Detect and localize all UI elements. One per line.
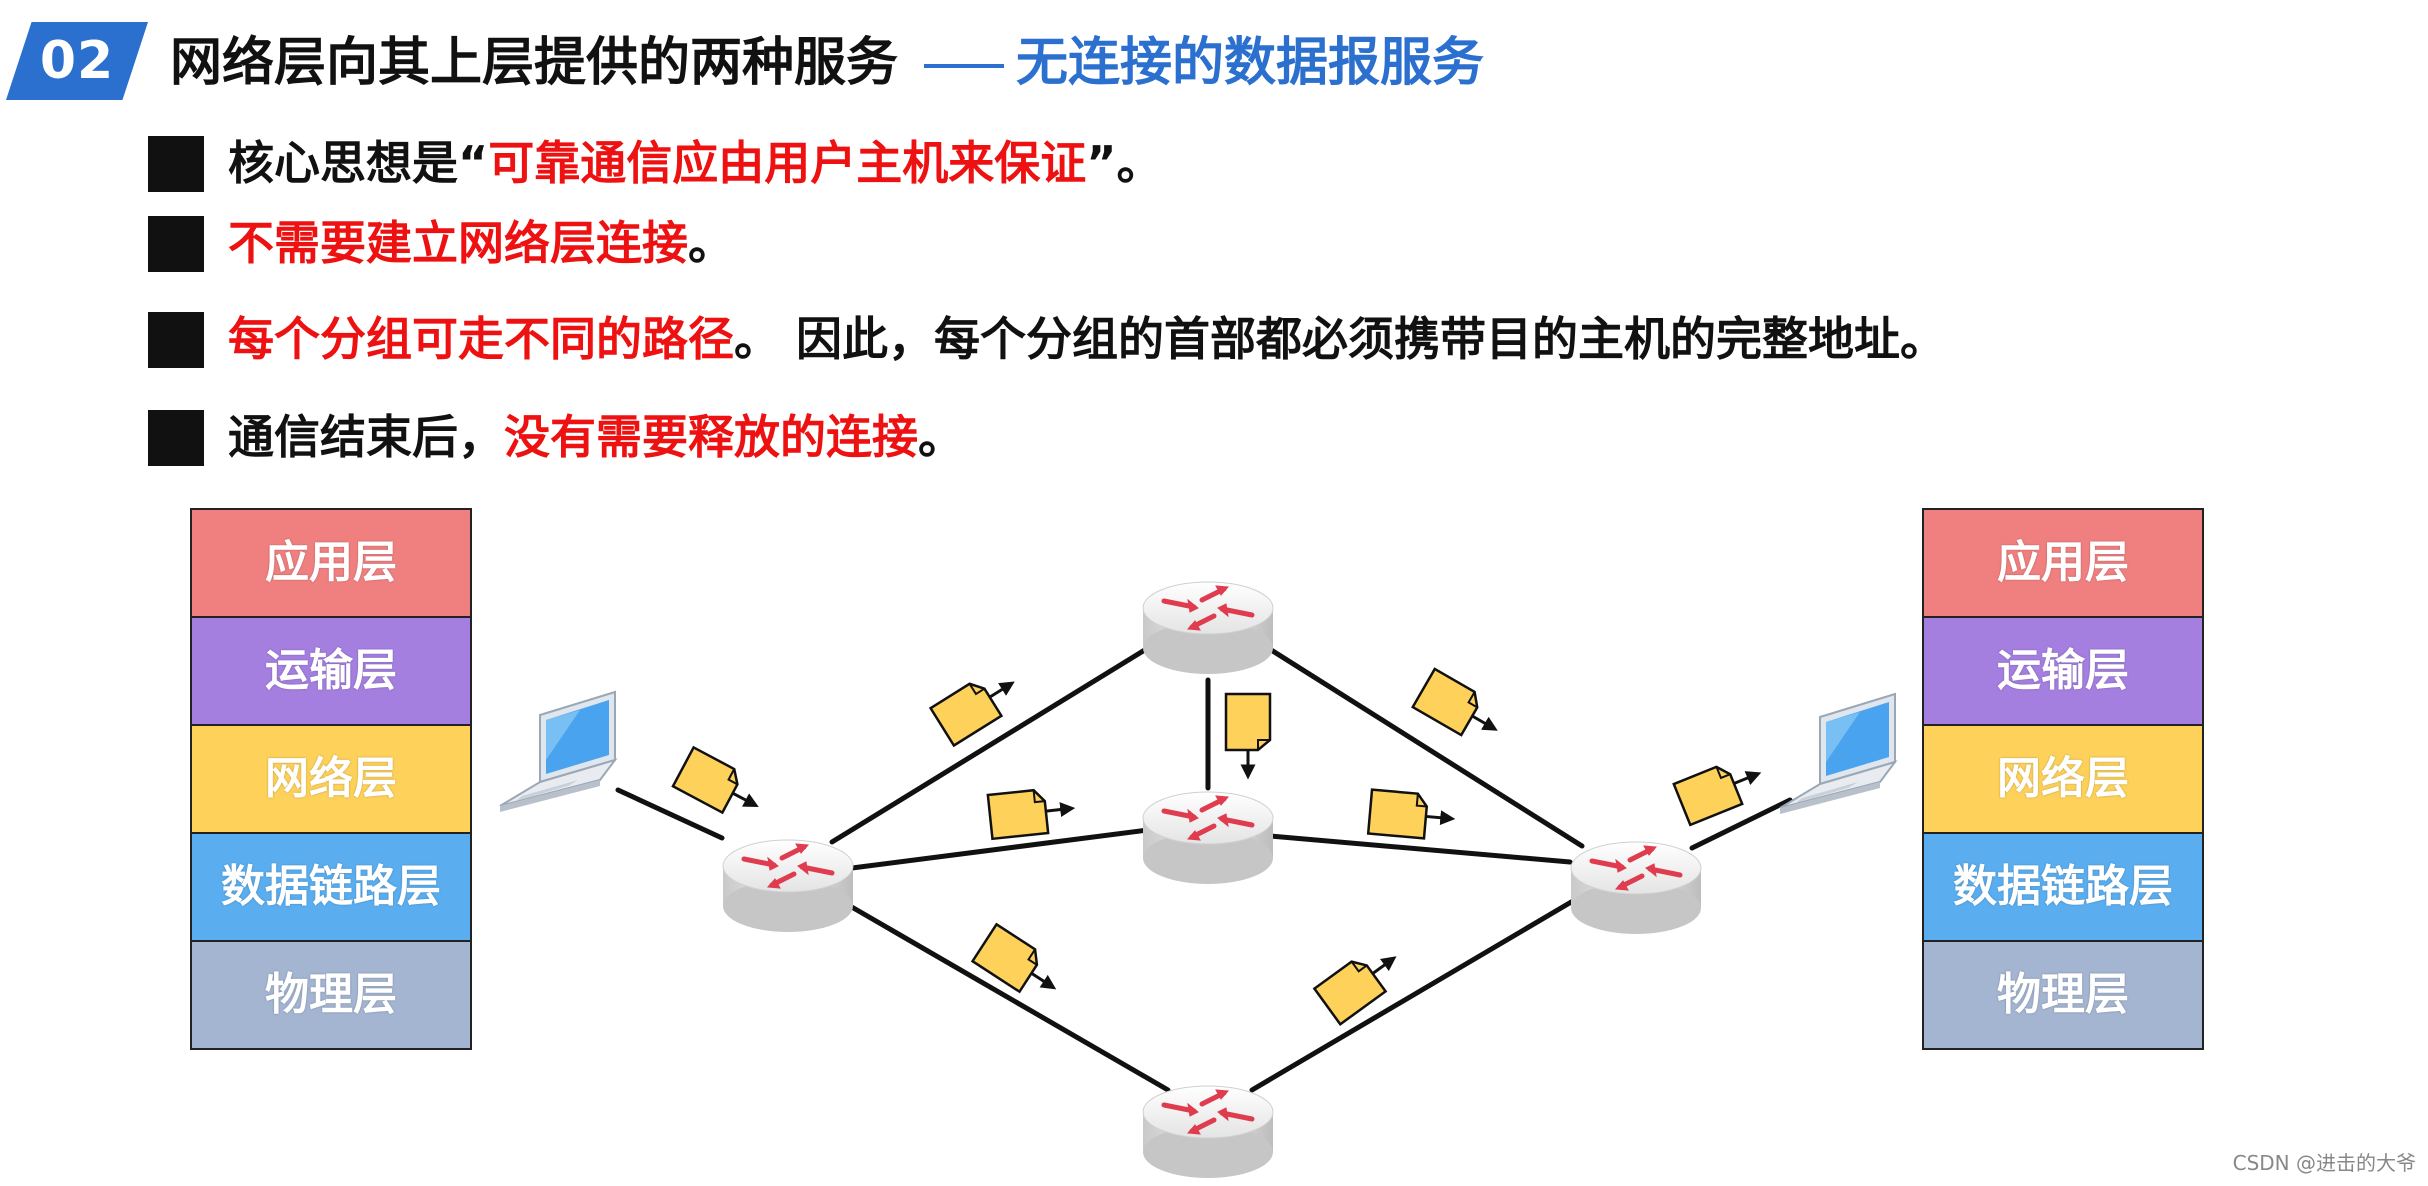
bullet-2-part-1: 不需要建立网络层连接 (228, 216, 688, 270)
layer-datalink-left: 数据链路层 (192, 834, 470, 942)
layer-datalink-right: 数据链路层 (1924, 834, 2202, 942)
bullet-3-part-1: 每个分组可走不同的路径 (228, 312, 734, 366)
packet-icon-1 (673, 747, 763, 822)
bullet-square-icon (148, 215, 204, 272)
router-right (1571, 842, 1701, 934)
bullet-1-part-3: ”。 (1086, 136, 1163, 190)
page-title: 网络层向其上层提供的两种服务 无连接的数据报服务 (170, 24, 1484, 102)
bullet-4-part-1: 通信结束后， (228, 410, 504, 464)
title-text: 网络层向其上层提供的两种服务 (170, 33, 899, 93)
bullet-1-part-1: 核心思想是“ (228, 136, 489, 190)
router-top (1143, 582, 1273, 674)
packet-icon-9 (1314, 943, 1403, 1024)
bullet-square-icon (148, 409, 204, 466)
page-subtitle: 无连接的数据报服务 (1016, 33, 1485, 93)
router-center (1143, 792, 1273, 884)
packet-icon-3 (1413, 669, 1503, 746)
protocol-stack-right: 应用层 运输层 网络层 数据链路层 物理层 (1922, 508, 2204, 1050)
router-bottom (1143, 1086, 1273, 1178)
layer-application-right: 应用层 (1924, 510, 2202, 618)
protocol-stack-left: 应用层 运输层 网络层 数据链路层 物理层 (190, 508, 472, 1050)
bullet-square-icon (148, 135, 204, 192)
layer-network-right: 网络层 (1924, 726, 2202, 834)
bullet-4-part-3: 。 (918, 410, 964, 464)
layer-transport-left: 运输层 (192, 618, 470, 726)
bullet-square-icon (148, 311, 204, 368)
packet-icon-5 (988, 787, 1070, 839)
bullet-item-2: 不需要建立网络层连接。 (148, 210, 734, 276)
layer-transport-right: 运输层 (1924, 618, 2202, 726)
bullet-1-part-2: 可靠通信应由用户主机来保证 (488, 136, 1087, 190)
title-dash (924, 64, 1005, 68)
bullet-item-1: 核心思想是“可靠通信应由用户主机来保证”。 (148, 130, 1162, 196)
bullet-4-part-2: 没有需要释放的连接 (504, 410, 918, 464)
bullet-3-part-2: 。 因此，每个分组的首部都必须携带目的主机的完整地址。 (734, 312, 1947, 366)
packet-icon-8 (973, 924, 1062, 1003)
bullet-item-3: 每个分组可走不同的路径。 因此，每个分组的首部都必须携带目的主机的完整地址。 (148, 306, 1946, 372)
section-number-badge: 02 (6, 22, 148, 100)
footer-watermark: CSDN @进击的大爷 (2232, 1151, 2416, 1175)
laptop-icon-source (499, 691, 616, 813)
layer-physical-left: 物理层 (192, 942, 470, 1048)
packet-icon-4 (1226, 694, 1270, 772)
network-links (615, 645, 1793, 1093)
layer-physical-right: 物理层 (1924, 942, 2202, 1048)
layer-network-left: 网络层 (192, 726, 470, 834)
packet-icon-7 (1674, 755, 1763, 825)
bullet-item-4: 通信结束后，没有需要释放的连接。 (148, 404, 964, 470)
router-left (723, 840, 853, 932)
layer-application-left: 应用层 (192, 510, 470, 618)
bullet-2-part-2: 。 (688, 216, 734, 270)
packet-icon-6 (1368, 790, 1450, 841)
laptop-icon-destination (1779, 693, 1896, 815)
